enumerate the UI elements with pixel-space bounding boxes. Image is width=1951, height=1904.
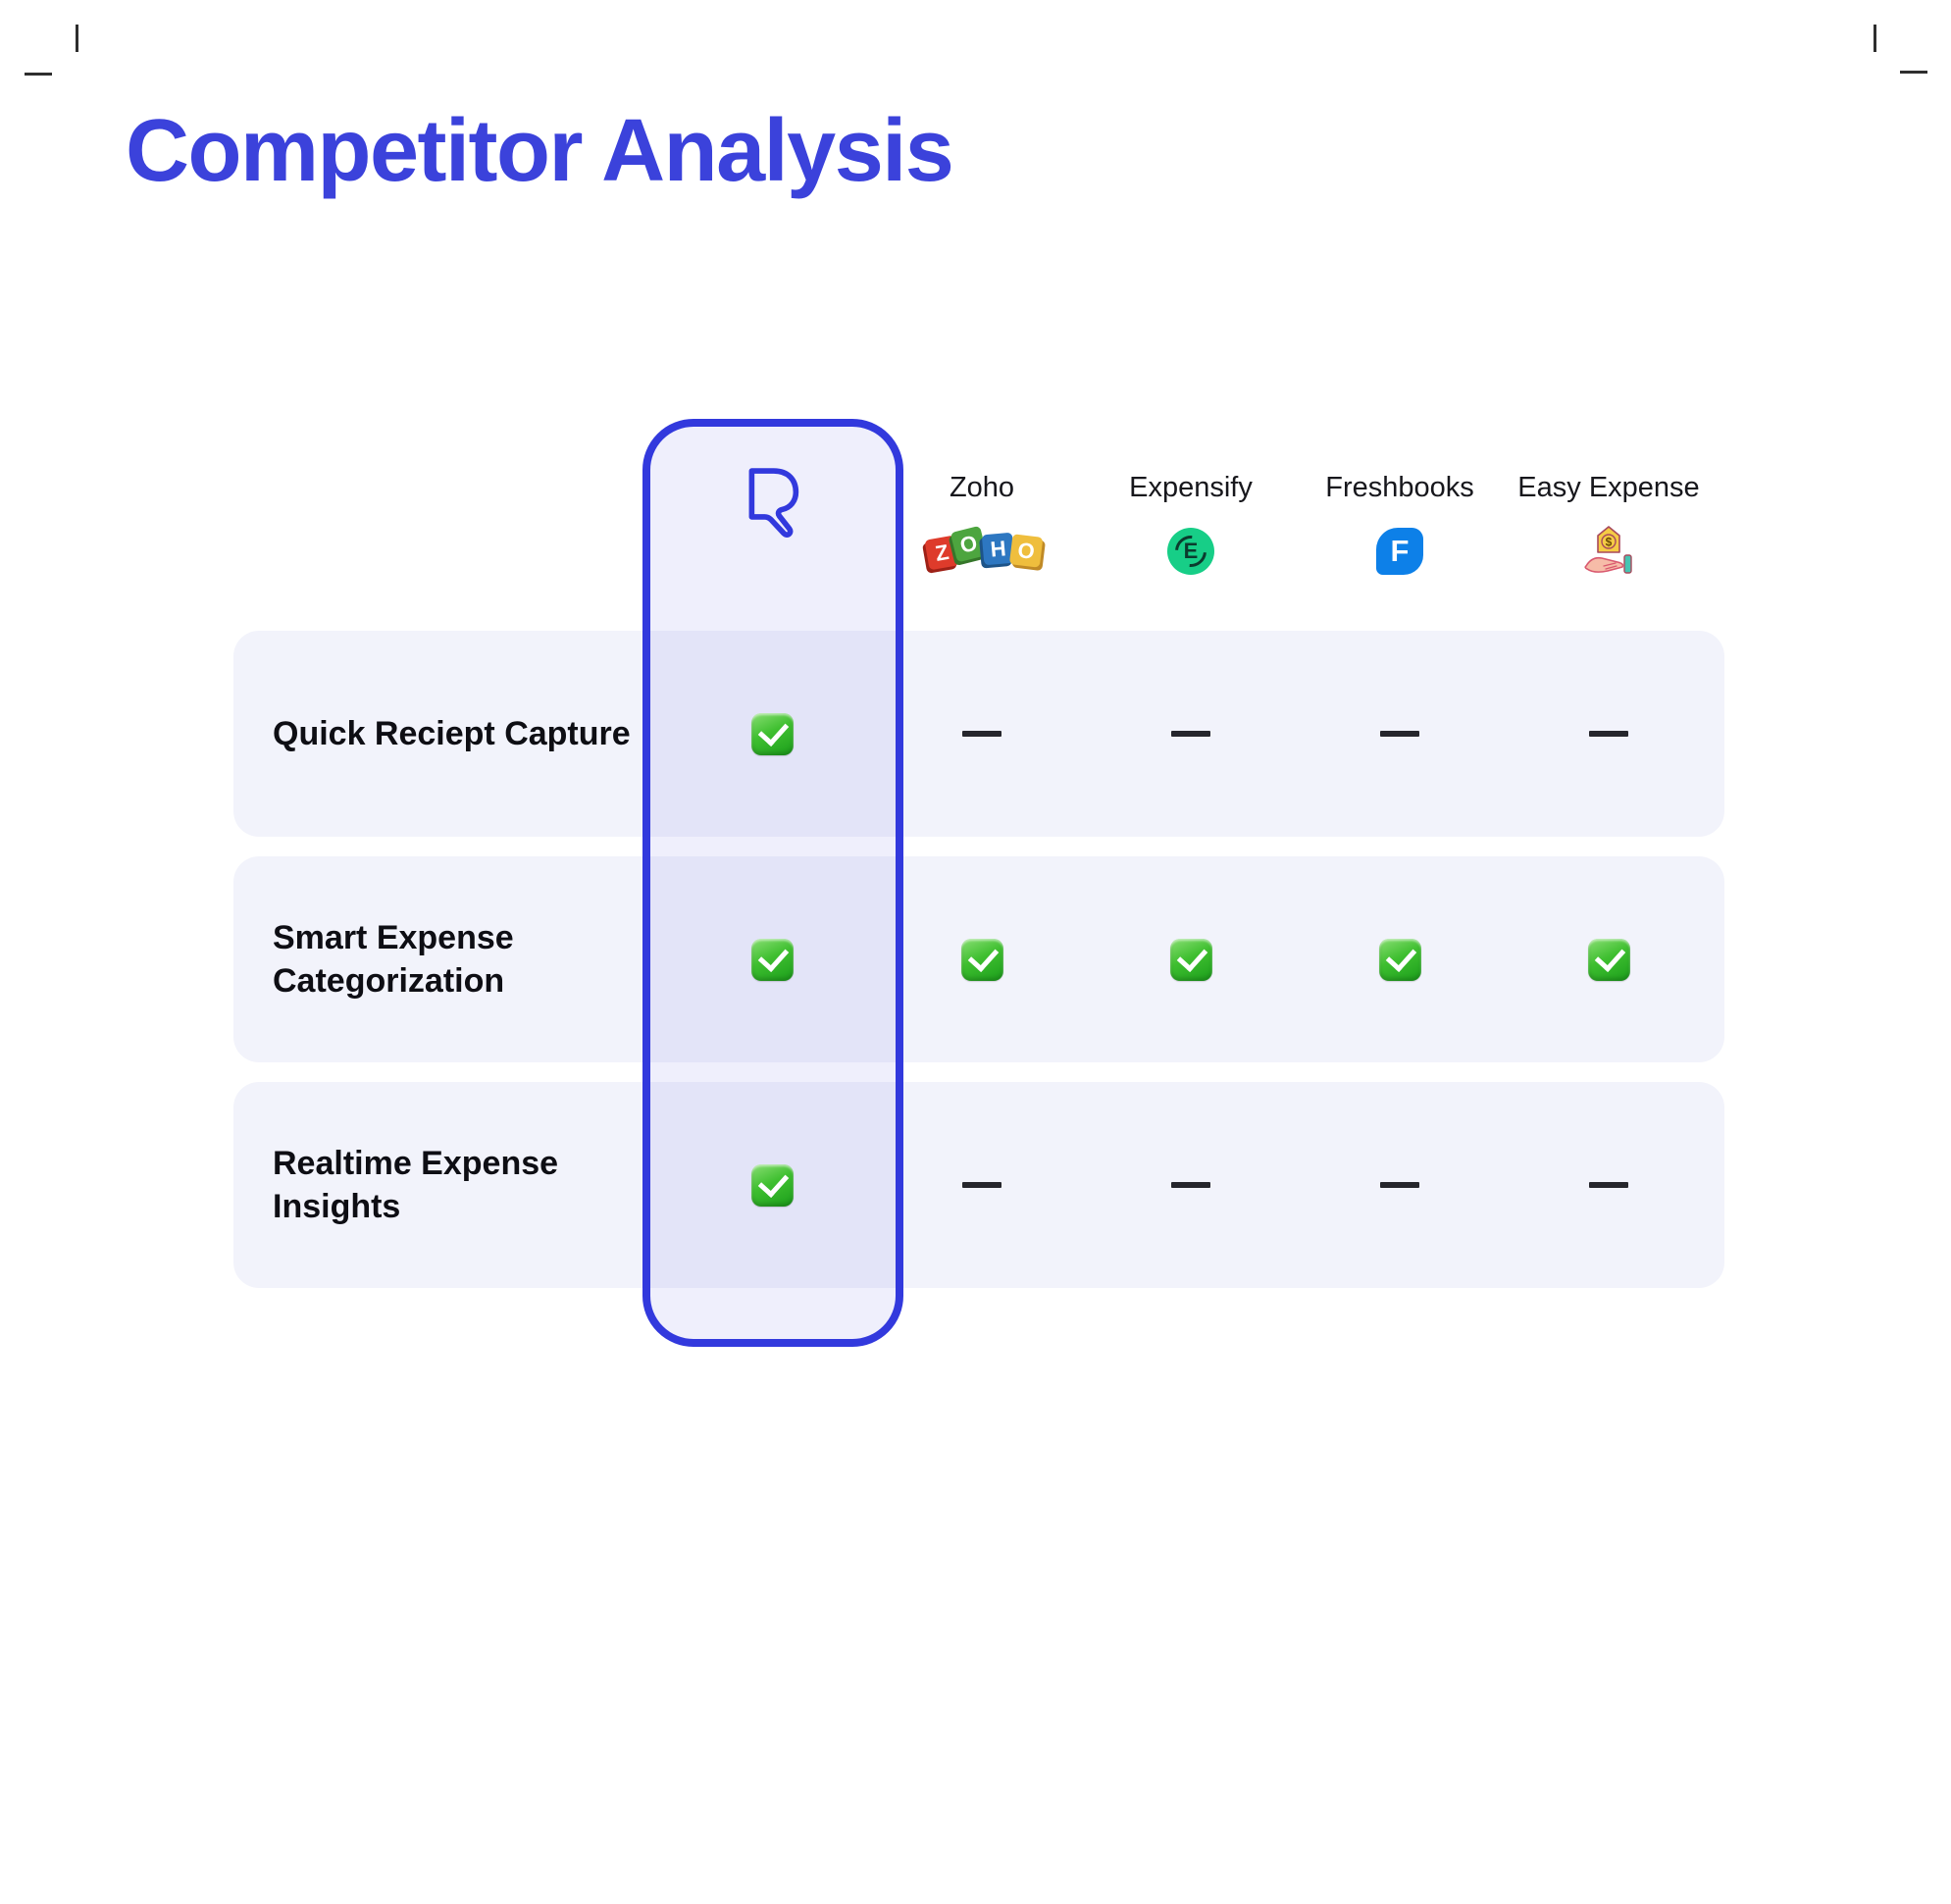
- crop-mark-icon: [1874, 25, 1876, 52]
- check-tick: [1378, 938, 1421, 981]
- expensify-letter: E: [1183, 539, 1199, 563]
- check-icon: [741, 1082, 803, 1288]
- check-icon: [741, 856, 803, 1062]
- zoho-letter-block: O: [1008, 534, 1044, 568]
- zoho-logo-icon: Z O H O: [924, 525, 1044, 571]
- crop-mark-icon: [1900, 71, 1927, 74]
- check-tick: [750, 1163, 794, 1207]
- feature-label: Smart Expense Categorization: [273, 918, 514, 1000]
- dash-icon: [1577, 1082, 1640, 1288]
- competitor-name: Zoho: [949, 472, 1015, 503]
- competitor-name: Freshbooks: [1325, 472, 1474, 503]
- check-icon: [950, 856, 1013, 1062]
- check-icon: [741, 631, 803, 837]
- check-icon: [1368, 856, 1431, 1062]
- crop-mark-icon: [76, 25, 78, 52]
- dash-icon: [1159, 1082, 1222, 1288]
- check-tick: [1169, 938, 1212, 981]
- check-tick: [750, 938, 794, 981]
- check-tick: [750, 712, 794, 755]
- feature-label: Realtime Expense Insights: [273, 1144, 559, 1225]
- competitor-name: Easy Expense: [1517, 472, 1700, 503]
- easy-expense-logo-icon: $: [1582, 523, 1635, 585]
- svg-text:$: $: [1606, 536, 1613, 549]
- table-row: Smart Expense Categorization: [233, 856, 1724, 1062]
- freshbooks-logo-icon: F: [1376, 528, 1423, 575]
- competitor-name: Expensify: [1129, 472, 1253, 503]
- check-tick: [1587, 938, 1630, 981]
- dash-icon: [950, 631, 1013, 837]
- dash-icon: [1368, 631, 1431, 837]
- expensify-ring: [1168, 529, 1213, 574]
- freshbooks-letter: F: [1390, 534, 1410, 568]
- receipt-r-logo-icon: [743, 463, 801, 544]
- feature-label: Quick Reciept Capture: [273, 714, 631, 752]
- dash-icon: [1368, 1082, 1431, 1288]
- check-tick: [960, 938, 1003, 981]
- dash-icon: [1159, 631, 1222, 837]
- check-icon: [1577, 856, 1640, 1062]
- page-title: Competitor Analysis: [126, 102, 954, 200]
- dash-icon: [950, 1082, 1013, 1288]
- check-icon: [1159, 856, 1222, 1062]
- crop-mark-icon: [25, 73, 52, 76]
- expensify-logo-icon: E: [1167, 528, 1214, 575]
- dash-icon: [1577, 631, 1640, 837]
